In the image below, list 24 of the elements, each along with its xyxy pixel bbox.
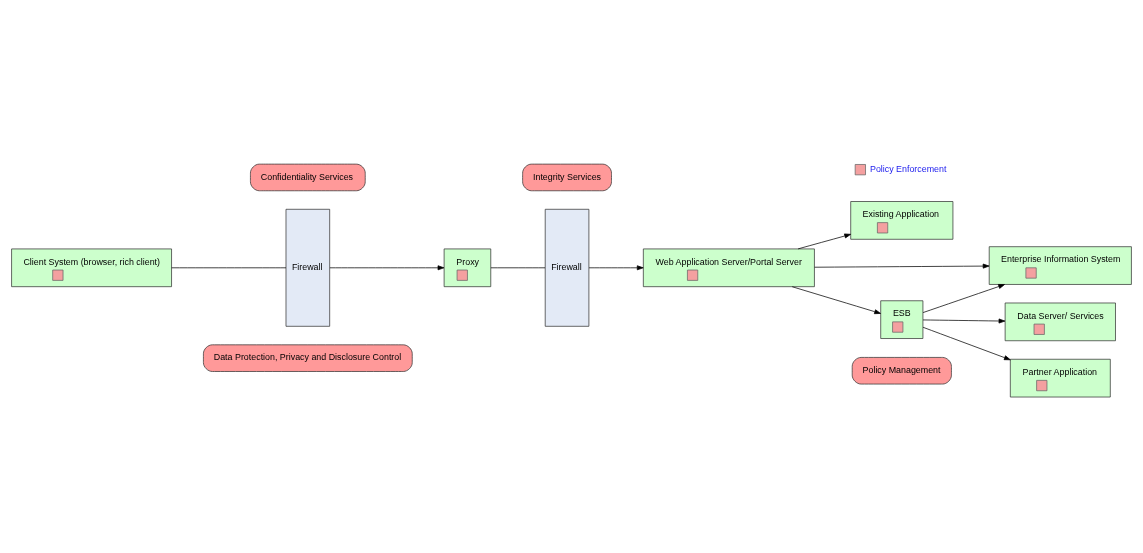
node-box: Existing Application [850,201,954,240]
arrow [922,326,1011,361]
node-box: Firewall [285,208,331,327]
arrow [922,284,1005,313]
node-box: Integrity Services [522,163,612,192]
node-box: Client System (browser, rich client) [11,248,172,288]
node-box: Proxy [443,248,492,288]
node-box: Policy Management [851,357,952,385]
node-box: Firewall [544,208,590,327]
node-box: Data Protection, Privacy and Disclosure Control [203,344,413,372]
node-box: Enterprise Information System [988,246,1132,285]
node-box: Web Application Server/Portal Server [642,248,815,288]
node-box: Partner Application [1009,358,1111,398]
arrow [814,263,990,269]
arrow [588,265,644,271]
arrow [922,318,1006,324]
arrow [797,233,851,250]
arrow [329,265,445,271]
arrow [791,286,881,315]
connector [171,267,287,269]
node-box: Data Server/ Services [1004,302,1116,342]
legend-label: Policy Enforcement [869,163,947,174]
node-box: ESB [880,300,924,339]
node-box: Confidentiality Services [250,163,366,192]
